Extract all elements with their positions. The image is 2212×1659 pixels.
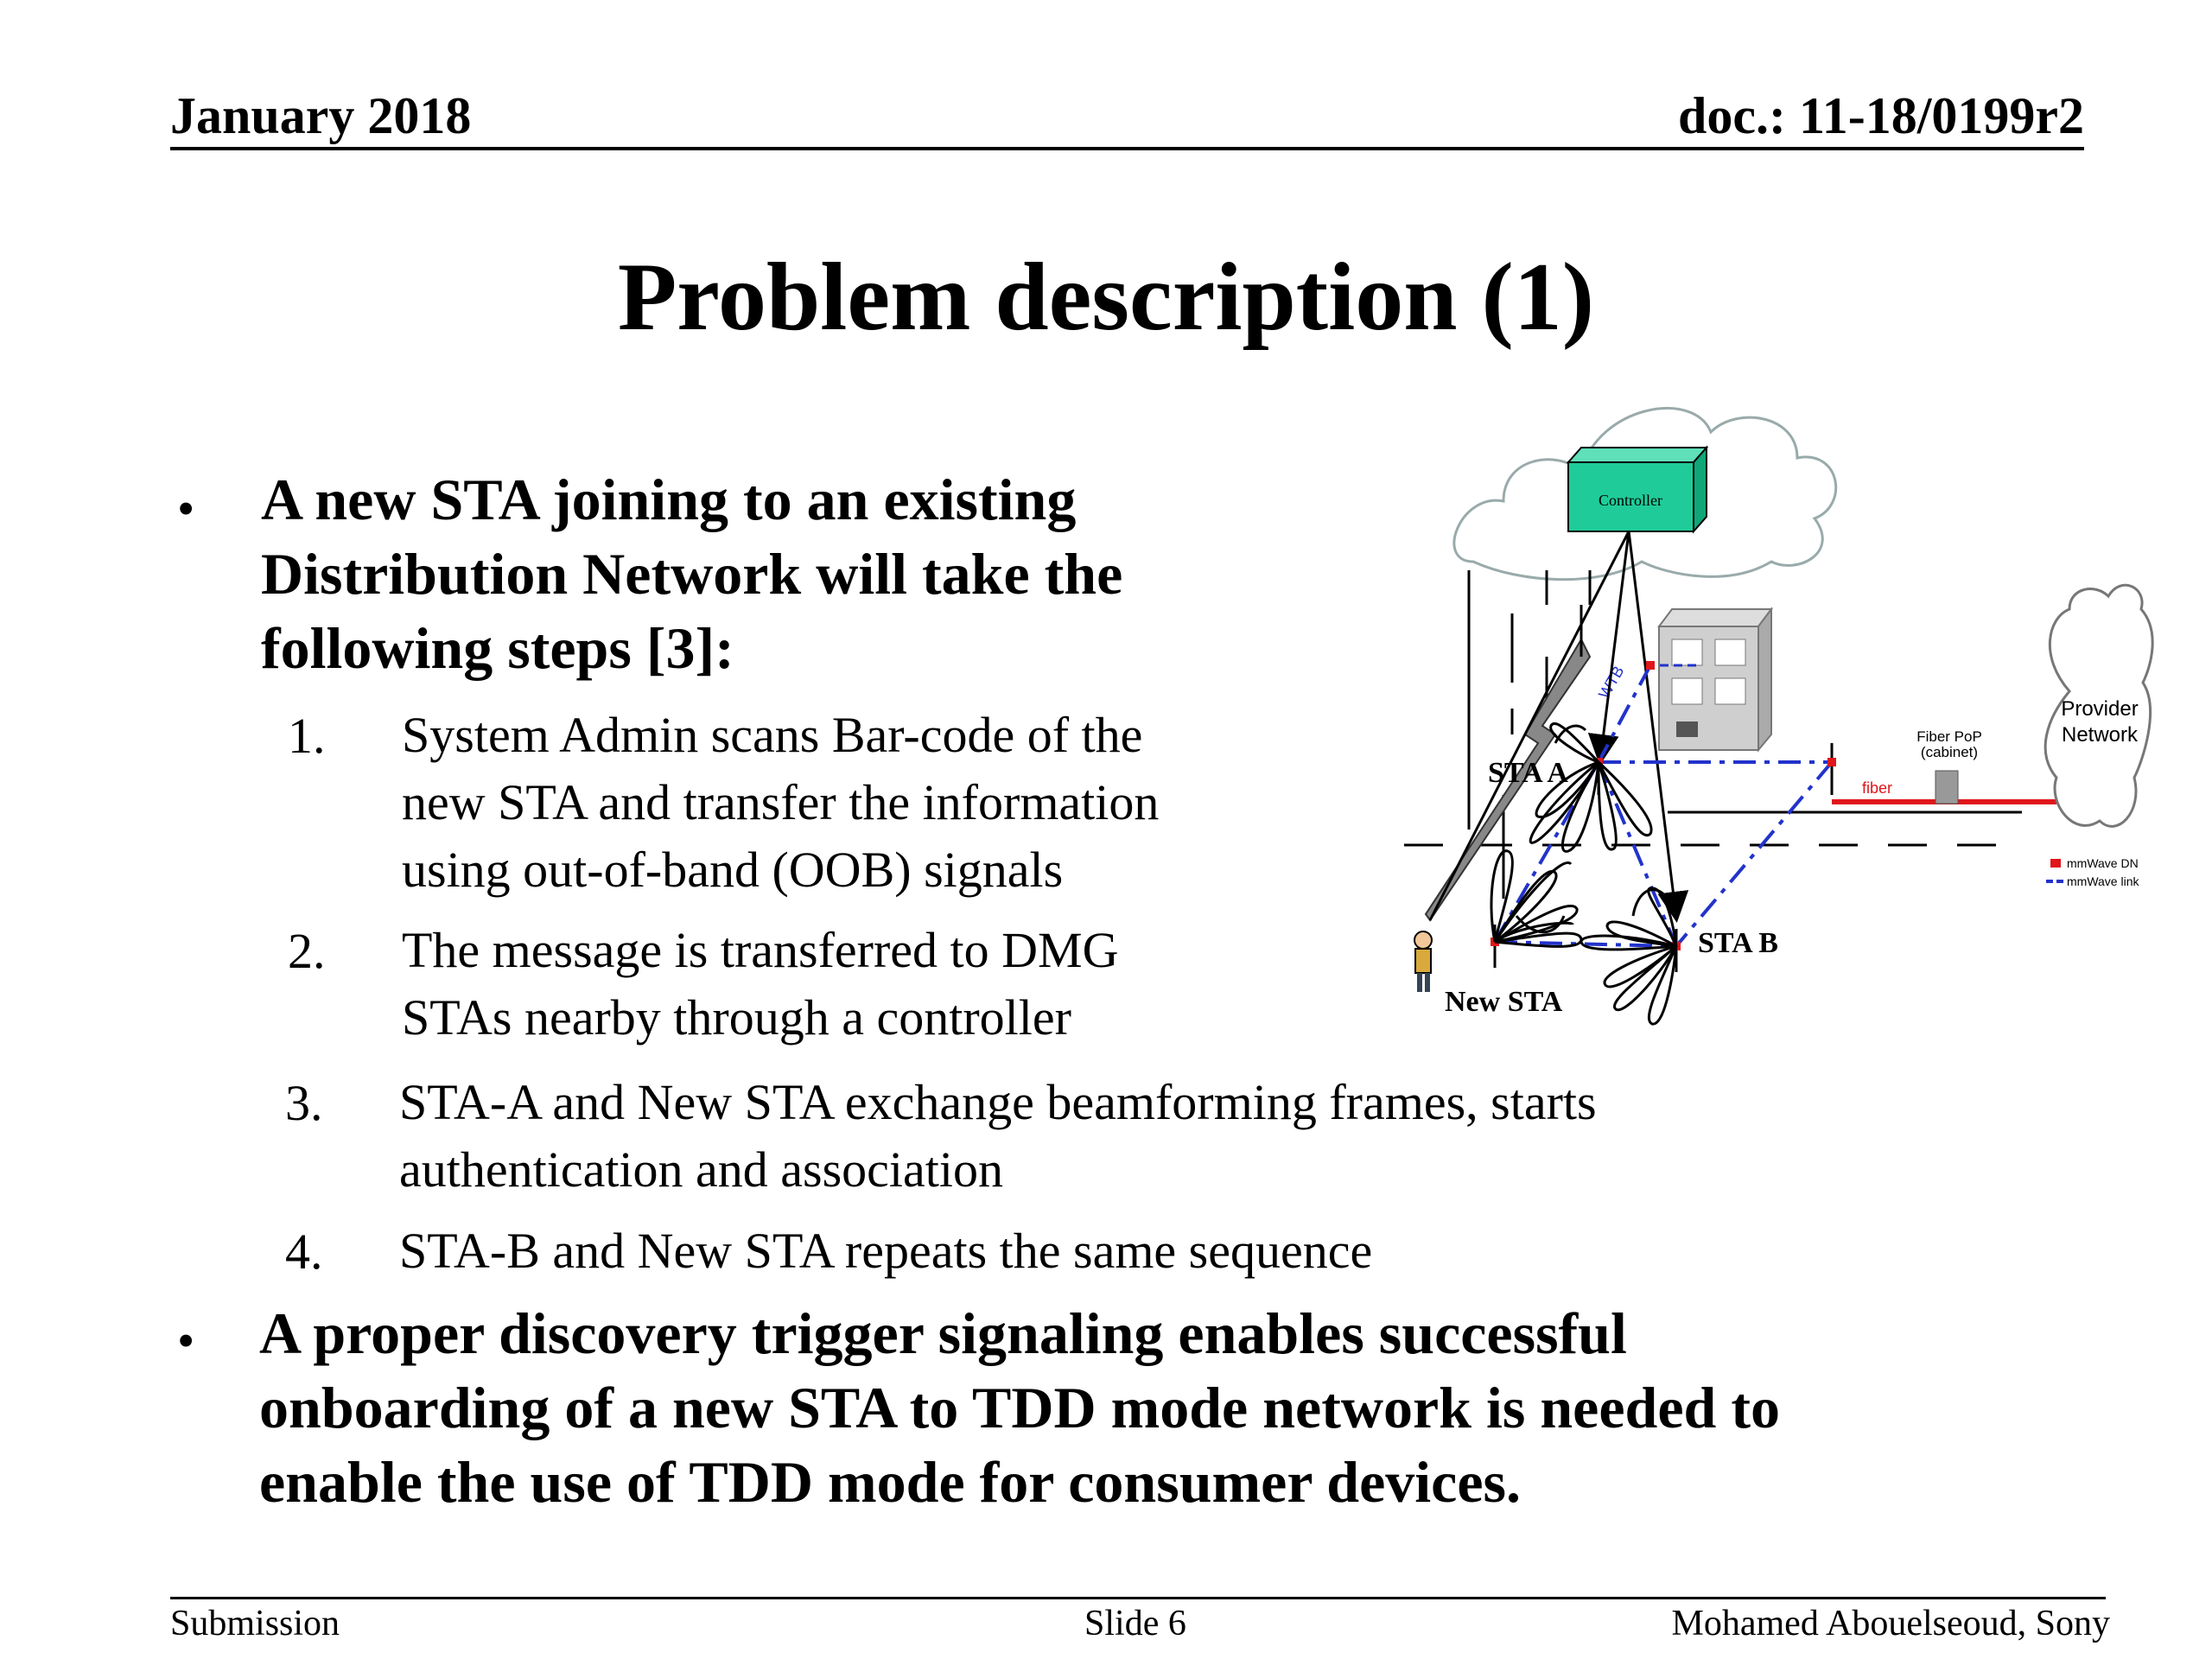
legend-label: mmWave link — [2067, 874, 2139, 888]
provider-network-label: Network — [2062, 723, 2139, 747]
bullet-text: A new STA joining to an existing Distrib… — [261, 462, 1122, 685]
step-line: new STA and transfer the information — [402, 774, 1160, 830]
step-number: 3. — [285, 1075, 323, 1131]
step-number: 1. — [288, 708, 326, 764]
step-text: STA-B and New STA repeats the same seque… — [399, 1217, 1372, 1285]
legend-swatch-dn — [2050, 859, 2061, 868]
footer-submission: Submission — [170, 1604, 340, 1643]
bullet-text: A proper discovery trigger signaling ena… — [259, 1296, 1780, 1519]
provider-network-label: Provider — [2061, 697, 2138, 721]
bullet-line: onboarding of a new STA to TDD mode netw… — [259, 1375, 1780, 1440]
fiber-pop-label: Fiber PoP — [1916, 728, 1982, 745]
bullet-line: enable the use of TDD mode for consumer … — [259, 1449, 1522, 1515]
header-date: January 2018 — [170, 87, 472, 144]
network-diagram: Controller WTB fiber Fiber P — [1404, 406, 2154, 1026]
controller-label: Controller — [1599, 492, 1662, 509]
bullet-line: Distribution Network will take the — [261, 541, 1123, 607]
person-icon — [1414, 931, 1433, 992]
footer-rule — [170, 1597, 2106, 1599]
step-line: authentication and association — [399, 1141, 1004, 1198]
step-number: 4. — [285, 1224, 323, 1280]
new-sta-label: New STA — [1445, 986, 1563, 1018]
bullet-marker: • — [177, 480, 195, 537]
step-line: The message is transferred to DMG — [402, 922, 1119, 978]
fiber-pop-cabinet — [1935, 770, 1959, 804]
step-number: 2. — [288, 923, 326, 979]
legend-label: mmWave DN — [2067, 856, 2139, 870]
bullet-line: A new STA joining to an existing — [261, 467, 1077, 532]
sta-a-label: STA A — [1488, 757, 1568, 789]
footer-slide-number: Slide 6 — [1084, 1604, 1186, 1643]
beam-patterns — [1490, 721, 1678, 1026]
step-line: STA-B and New STA repeats the same seque… — [399, 1223, 1373, 1279]
step-text: System Admin scans Bar-code of the new S… — [402, 702, 1159, 904]
header-doc-number: doc.: 11-18/0199r2 — [1678, 87, 2084, 144]
provider-cloud-shape — [2044, 583, 2154, 828]
bullet-line: following steps [3]: — [261, 615, 734, 681]
fiber-label: fiber — [1862, 779, 1892, 797]
footer-author: Mohamed Abouelseoud, Sony — [1671, 1604, 2110, 1643]
sta-b-label: STA B — [1698, 927, 1778, 959]
header-rule — [170, 147, 2084, 150]
controller-box: Controller — [1566, 445, 1709, 534]
bullet-line: A proper discovery trigger signaling ena… — [259, 1300, 1627, 1366]
step-line: STA-A and New STA exchange beamforming f… — [399, 1074, 1597, 1130]
step-text: The message is transferred to DMG STAs n… — [402, 917, 1118, 1052]
step-line: System Admin scans Bar-code of the — [402, 707, 1143, 763]
slide-title: Problem description (1) — [617, 244, 1595, 351]
building-icon — [1657, 607, 1773, 753]
bullet-marker: • — [177, 1313, 195, 1369]
step-line: using out-of-band (OOB) signals — [402, 842, 1064, 898]
step-text: STA-A and New STA exchange beamforming f… — [399, 1069, 1597, 1204]
step-line: STAs nearby through a controller — [402, 989, 1071, 1046]
fiber-pop-label: (cabinet) — [1921, 744, 1978, 760]
